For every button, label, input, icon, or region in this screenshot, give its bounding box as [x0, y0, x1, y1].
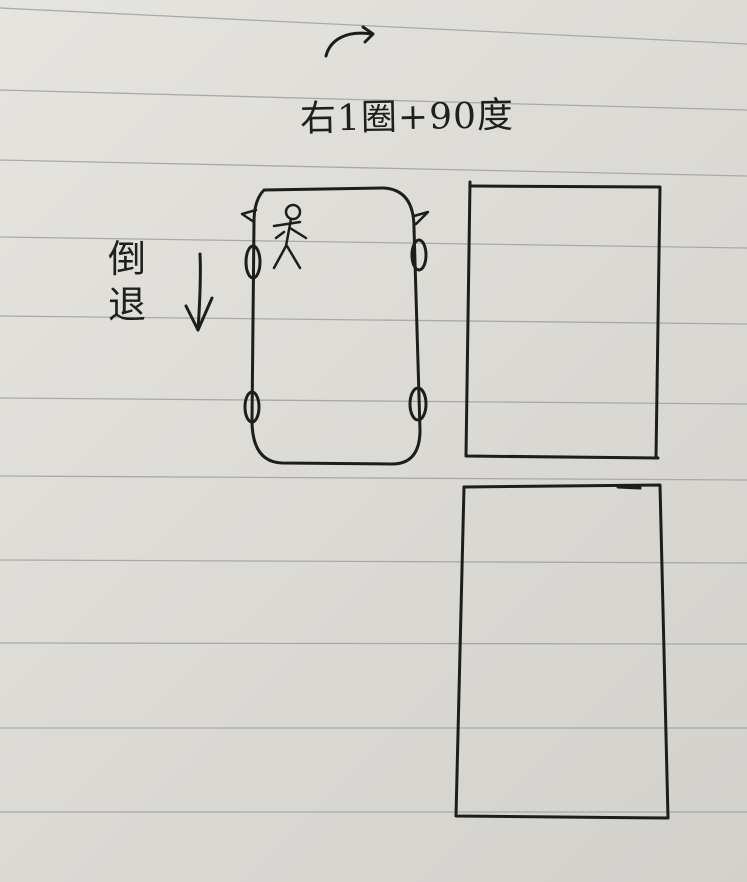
- front-left-wheel: [244, 244, 262, 280]
- left-mirror: [240, 208, 258, 224]
- reverse-label-char-2: 退: [108, 283, 147, 327]
- right-mirror: [412, 210, 430, 226]
- reverse-label-char-1: 倒: [108, 237, 147, 281]
- ruled-lines: [0, 7, 747, 813]
- turn-instruction-text: 右1圈+90度: [299, 95, 515, 140]
- parking-space-upper: [464, 180, 662, 460]
- rear-left-wheel: [243, 390, 261, 424]
- stick-figure-driver-icon: [272, 203, 308, 270]
- reverse-label: 倒 退: [108, 236, 154, 328]
- parking-space-lower: [454, 483, 670, 820]
- car-top-view: [240, 186, 430, 466]
- car-body: [250, 186, 422, 466]
- front-right-wheel: [410, 238, 428, 272]
- curved-arrow-right-icon: [324, 25, 375, 58]
- arrow-down-icon: [184, 252, 214, 332]
- rear-right-wheel: [408, 386, 428, 422]
